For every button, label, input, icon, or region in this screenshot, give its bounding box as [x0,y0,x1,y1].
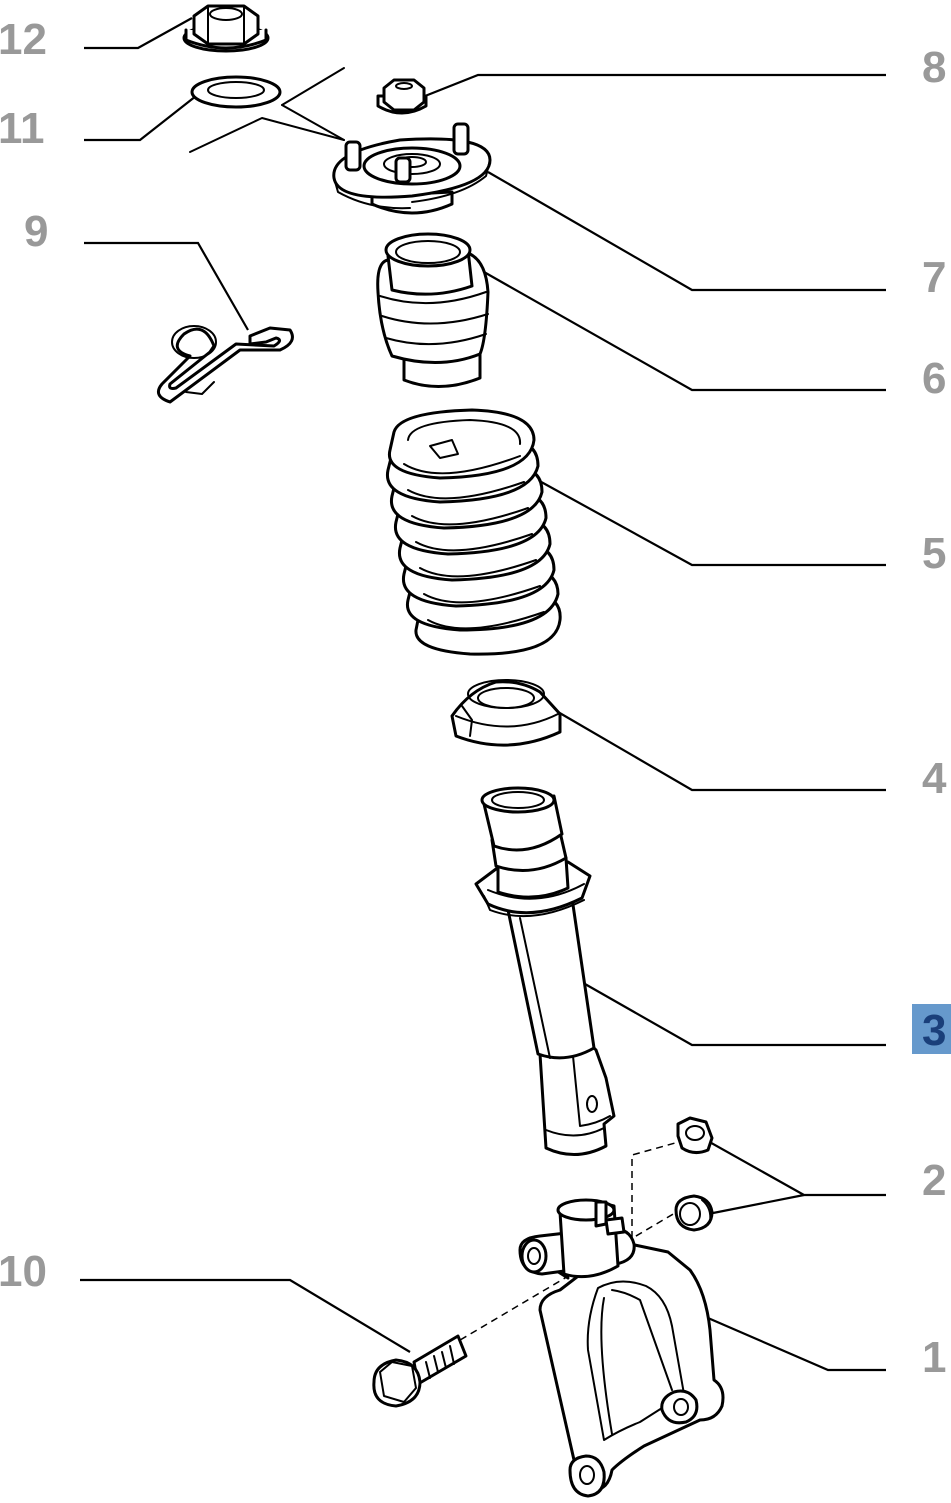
fork-part-1 [518,1198,725,1498]
callout-3: 3 [922,1006,946,1055]
callout-1: 1 [922,1333,946,1382]
dashed-bolt-line [449,1209,681,1347]
washer-part-11 [190,75,282,109]
dashed-nut-line [579,1139,687,1263]
leader-lines [80,17,886,1372]
bolt-part-10 [372,1334,468,1408]
callout-5: 5 [922,529,946,578]
callout-10: 10 [0,1247,47,1296]
assembly-lines [449,1139,687,1347]
top-mount-part-7 [332,122,492,215]
leader-4 [557,711,886,792]
leader-9 [84,241,249,331]
callout-4: 4 [922,754,947,803]
leader-8 [419,73,886,100]
nut-part-8 [376,78,428,115]
callout-8: 8 [922,43,946,92]
leader-7 [487,171,886,292]
spring-clip-part-9 [156,325,294,404]
callout-7: 7 [922,253,946,302]
flange-nut-part-12 [182,4,270,53]
spring-seat-part-4 [450,679,562,747]
callout-12: 12 [0,15,47,64]
leader-11 [84,95,197,142]
leader-2b [707,1193,805,1216]
connector-mount-mid [281,104,345,141]
callout-11: 11 [0,104,45,153]
leader-2a [705,1139,886,1197]
coil-spring-part-5 [385,408,562,656]
leader-10 [80,1278,411,1353]
leader-3 [577,979,886,1047]
connector-mount-upper [281,67,345,106]
highlight-box-3 [912,1004,951,1054]
leader-5 [533,477,886,567]
nuts-part-2 [674,1116,714,1232]
leader-6 [483,271,886,392]
connector-mount-lower [189,117,345,153]
shock-absorber-part-3 [474,786,616,1157]
callout-6: 6 [922,354,946,403]
callout-numbers: 12 11 9 8 7 6 5 4 3 2 10 1 [0,15,951,1382]
callout-9: 9 [24,207,48,256]
leader-1 [707,1316,886,1372]
leader-12 [84,17,193,50]
bump-stop-part-6 [376,232,490,389]
callout-2: 2 [922,1156,946,1205]
